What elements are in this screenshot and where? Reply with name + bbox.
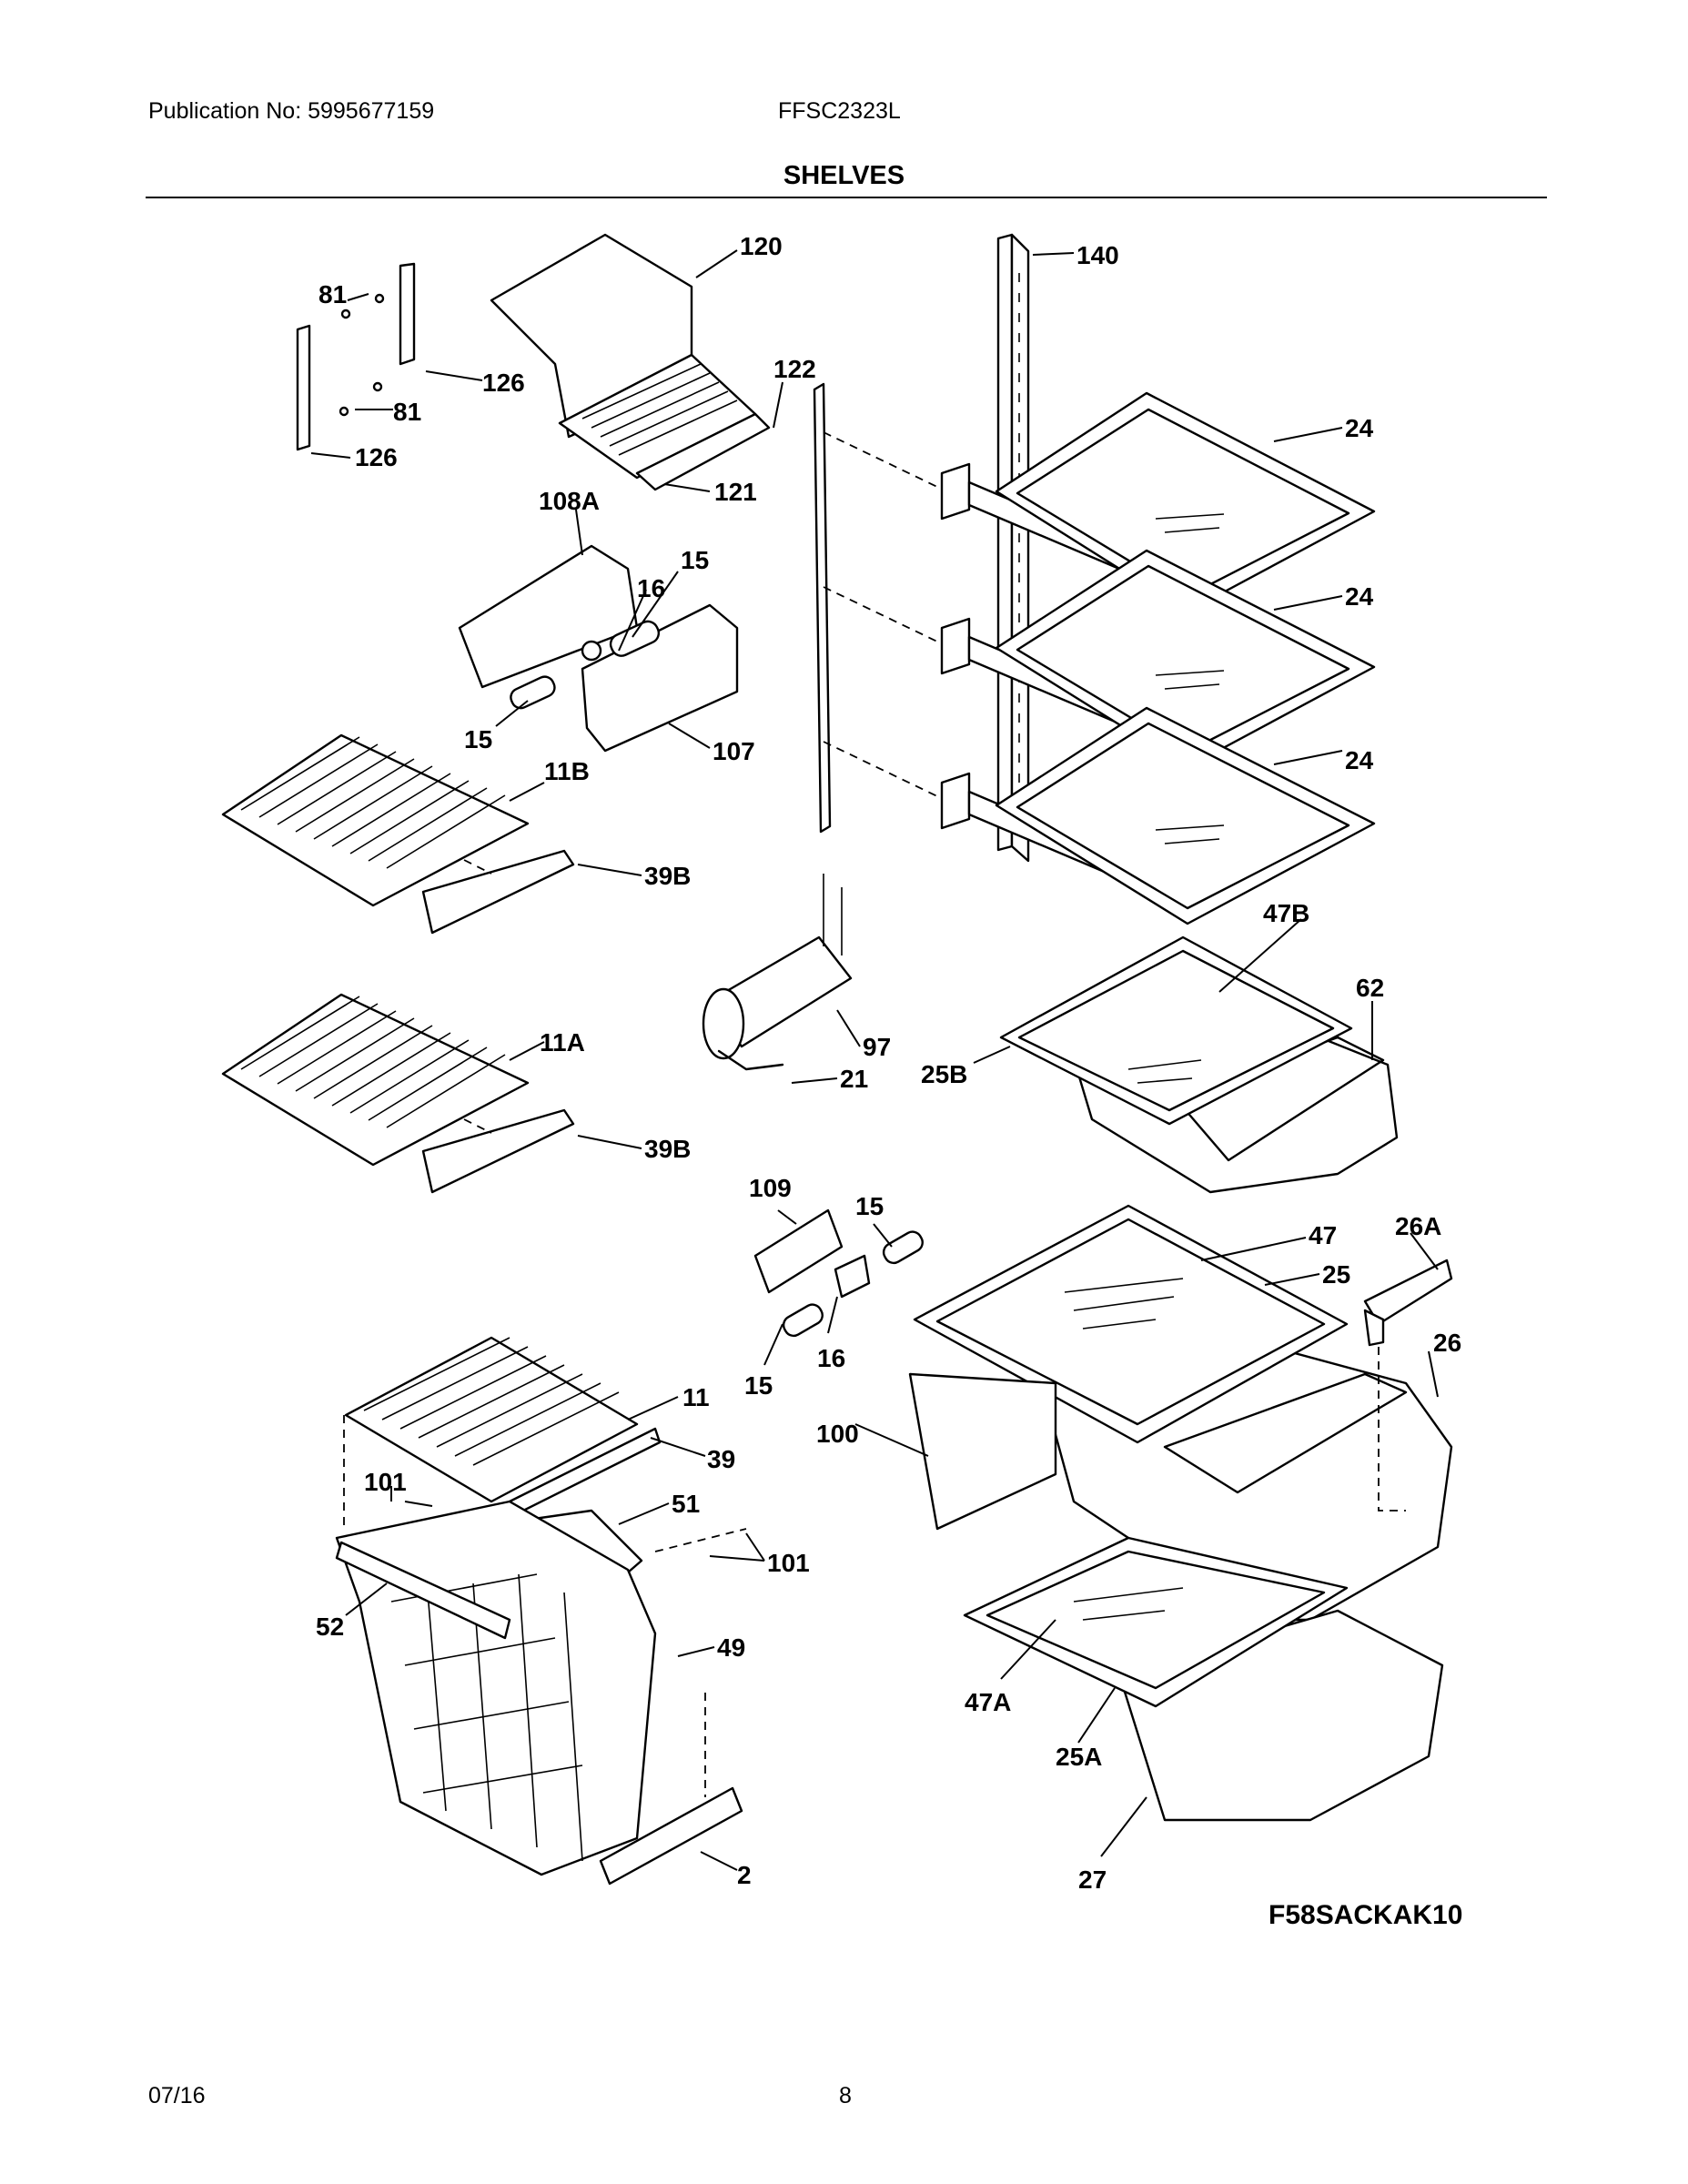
callout-labels: 120 140 81 126 81 126 122 121 24 108A 15…	[316, 232, 1461, 1894]
callout-label: 121	[714, 478, 757, 506]
bracket-26a	[1363, 1259, 1453, 1347]
callout-label: 15	[464, 725, 492, 753]
page-number: 8	[839, 2083, 852, 2108]
callout-label: 51	[672, 1490, 700, 1518]
callout-label: 21	[840, 1065, 868, 1093]
callout-label: 122	[773, 355, 816, 383]
callout-label: 15	[681, 546, 709, 574]
wire-shelf-11a	[221, 993, 575, 1194]
brackets-126	[296, 262, 416, 451]
callout-label: 26	[1433, 1329, 1461, 1357]
callout-label: 62	[1356, 974, 1384, 1002]
callout-label: 97	[863, 1033, 891, 1061]
callout-label: 39B	[644, 1135, 691, 1163]
callout-label: 107	[713, 737, 755, 765]
callout-label: 47	[1309, 1221, 1337, 1249]
callout-label: 11	[682, 1383, 710, 1411]
callout-label: 81	[393, 398, 421, 426]
publication-number: Publication No: 5995677159	[148, 98, 435, 124]
callout-label: 100	[816, 1420, 859, 1448]
callout-label: 15	[744, 1371, 773, 1400]
coil-97	[702, 874, 853, 1071]
callout-label: 109	[749, 1174, 792, 1202]
callout-label: 52	[316, 1613, 344, 1641]
callout-label: 101	[767, 1549, 810, 1577]
callout-label: 120	[740, 232, 783, 260]
upper-crisper-drawer	[999, 935, 1399, 1194]
callout-label: 11B	[544, 757, 590, 785]
callout-label: 126	[482, 369, 525, 397]
callout-label: 25	[1322, 1260, 1350, 1289]
diagram-code: F58SACKAK10	[1269, 1900, 1463, 1930]
callout-label: 25A	[1056, 1743, 1102, 1771]
callout-label: 81	[318, 280, 347, 308]
wire-shelf-11b	[221, 733, 575, 935]
callout-label: 126	[355, 443, 398, 471]
callout-label: 11A	[540, 1028, 585, 1057]
page-title: SHELVES	[783, 161, 905, 190]
callout-label: 25B	[921, 1060, 967, 1088]
callout-label: 15	[855, 1192, 884, 1220]
bottom-drawer	[963, 1536, 1444, 1822]
callout-label: 49	[717, 1633, 745, 1662]
shelf-rail-140	[996, 233, 1030, 863]
trim-2	[599, 1786, 743, 1886]
leader-lines	[310, 249, 1439, 1871]
light-housing-108a	[458, 544, 739, 753]
callout-label: 16	[817, 1344, 845, 1372]
callout-label: 24	[1345, 746, 1374, 774]
revision-date: 07/16	[148, 2083, 206, 2108]
callout-label: 108A	[539, 487, 600, 515]
title-rule	[146, 197, 1547, 198]
callout-label: 26A	[1395, 1212, 1441, 1240]
callout-label: 140	[1076, 241, 1119, 269]
callout-label: 24	[1345, 582, 1374, 611]
glass-shelf-3	[940, 706, 1376, 925]
callout-label: 47A	[965, 1688, 1011, 1716]
shelf-120	[490, 233, 771, 491]
callout-label: 2	[737, 1861, 752, 1889]
basket-49	[335, 1500, 657, 1876]
callout-label: 27	[1078, 1866, 1107, 1894]
callout-label: 39B	[644, 862, 691, 890]
callout-label: 24	[1345, 414, 1374, 442]
vertical-strip	[813, 382, 832, 834]
model-number: FFSC2323L	[778, 98, 901, 124]
panel-100	[908, 1372, 1057, 1531]
callout-label: 47B	[1263, 899, 1309, 927]
wire-shelf-11	[344, 1336, 662, 1574]
callout-label: 101	[364, 1468, 407, 1496]
callout-label: 16	[637, 574, 665, 602]
callout-label: 39	[707, 1445, 735, 1473]
light-housing-109	[753, 1208, 924, 1338]
